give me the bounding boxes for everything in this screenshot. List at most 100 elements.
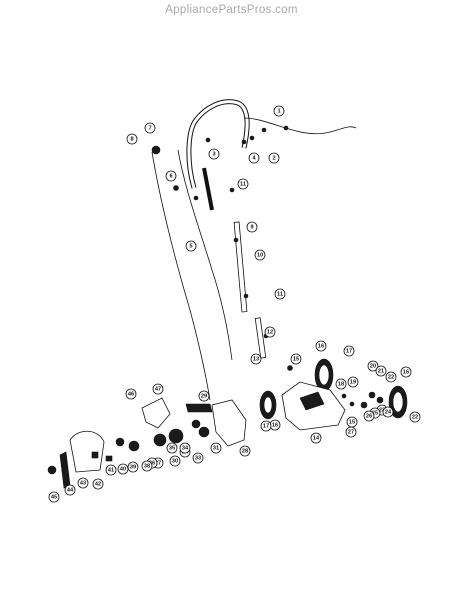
callout-c10: 10 xyxy=(254,249,266,261)
callout-label: 24 xyxy=(385,409,392,415)
callout-c34: 34 xyxy=(179,442,191,454)
callout-c20: 20 xyxy=(367,360,379,372)
handle-fasteners xyxy=(151,125,289,339)
callout-label: 45 xyxy=(51,494,57,500)
callout-label: 7 xyxy=(148,125,151,131)
callout-c40: 40 xyxy=(117,463,129,475)
callout-label: 47 xyxy=(155,386,161,392)
callout-c15a: 15 xyxy=(290,353,302,365)
callout-c42: 42 xyxy=(92,478,104,490)
belt-cover xyxy=(211,399,247,447)
wheel-front xyxy=(259,390,277,420)
callout-c47: 47 xyxy=(152,383,164,395)
callout-c18: 18 xyxy=(335,378,347,390)
callout-c22b: 22 xyxy=(409,411,421,423)
callout-c28: 28 xyxy=(239,445,251,457)
callout-label: 11 xyxy=(277,291,283,297)
lower-handle-tube xyxy=(233,221,267,359)
callout-label: 41 xyxy=(108,467,114,473)
bracket xyxy=(141,397,171,429)
callout-c38: 38 xyxy=(141,460,153,472)
callout-c16a: 16 xyxy=(315,340,327,352)
drive-parts xyxy=(47,365,384,475)
callout-label: 46 xyxy=(128,391,134,397)
callout-label: 1 xyxy=(277,108,280,114)
callout-label: 25 xyxy=(372,410,378,416)
callout-label: 22 xyxy=(412,414,418,420)
control-cable xyxy=(177,149,233,361)
callout-c9: 9 xyxy=(246,221,258,233)
callout-c26: 26 xyxy=(363,410,375,422)
callout-label: 20 xyxy=(370,363,376,369)
callout-label: 12 xyxy=(267,329,273,335)
callout-label: 29 xyxy=(201,393,207,399)
callout-c11a: 11 xyxy=(237,178,249,190)
callout-label: 10 xyxy=(257,252,263,258)
callout-label: 27 xyxy=(155,460,161,466)
callout-label: 39 xyxy=(130,464,136,470)
chassis-bracket xyxy=(299,391,325,411)
callout-label: 18 xyxy=(338,381,344,387)
callout-c1: 1 xyxy=(273,105,285,117)
callout-label: 17 xyxy=(346,348,352,354)
callout-label: 19 xyxy=(350,379,356,385)
callout-c4: 4 xyxy=(248,152,260,164)
callout-c35: 35 xyxy=(166,442,178,454)
callout-label: 4 xyxy=(252,155,256,161)
callout-label: 26 xyxy=(366,413,372,419)
callout-c44: 44 xyxy=(64,484,76,496)
callout-label: 6 xyxy=(169,173,172,179)
callout-label: 17 xyxy=(263,423,269,429)
callout-label: 5 xyxy=(189,243,192,249)
callout-c41: 41 xyxy=(105,464,117,476)
callout-c22a: 22 xyxy=(385,371,397,383)
callout-label: 35 xyxy=(169,445,175,451)
callout-c31: 31 xyxy=(210,442,222,454)
callout-label: 16 xyxy=(403,369,409,375)
callout-label: 23 xyxy=(379,407,385,413)
callout-label: 8 xyxy=(130,136,133,142)
callout-c16b: 16 xyxy=(400,366,412,378)
upper-handle xyxy=(186,99,357,211)
callout-c3: 3 xyxy=(208,148,220,160)
callout-c24a: 24 xyxy=(382,406,394,418)
callout-c33: 33 xyxy=(192,452,204,464)
callout-label: 2 xyxy=(272,155,275,161)
callout-c27a: 27 xyxy=(345,426,357,438)
callout-c39: 39 xyxy=(127,461,139,473)
callout-label: 16 xyxy=(272,422,278,428)
callout-c21: 21 xyxy=(375,365,387,377)
callout-label: 21 xyxy=(378,368,384,374)
callout-c46: 46 xyxy=(125,388,137,400)
callout-c14: 14 xyxy=(310,432,322,444)
callout-label: 44 xyxy=(67,487,74,493)
callout-c12: 12 xyxy=(264,326,276,338)
callout-label: 15 xyxy=(349,419,355,425)
callout-label: 30 xyxy=(172,458,178,464)
callout-c5: 5 xyxy=(185,240,197,252)
callout-c2: 2 xyxy=(268,152,280,164)
wheel-rear-right xyxy=(388,385,408,419)
callout-c17b: 17 xyxy=(260,420,272,432)
callout-c45: 45 xyxy=(48,491,60,503)
callout-label: 11 xyxy=(240,181,246,187)
blade xyxy=(59,451,71,489)
callout-c7: 7 xyxy=(144,122,156,134)
callout-label: 27 xyxy=(348,429,354,435)
callout-c13: 13 xyxy=(250,353,262,365)
cable-rod xyxy=(151,151,211,401)
callout-c6: 6 xyxy=(165,170,177,182)
callout-label: 33 xyxy=(195,455,201,461)
callout-label: 38 xyxy=(144,463,150,469)
callout-c16c: 16 xyxy=(269,419,281,431)
callout-c11b: 11 xyxy=(274,288,286,300)
callout-label: 42 xyxy=(95,481,101,487)
callout-c15b: 15 xyxy=(346,416,358,428)
callout-label: 36 xyxy=(149,460,155,466)
callout-label: 34 xyxy=(182,445,189,451)
callout-label: 3 xyxy=(212,151,215,157)
callout-label: 9 xyxy=(250,224,253,230)
callout-label: 28 xyxy=(242,448,248,454)
callout-label: 43 xyxy=(80,480,86,486)
